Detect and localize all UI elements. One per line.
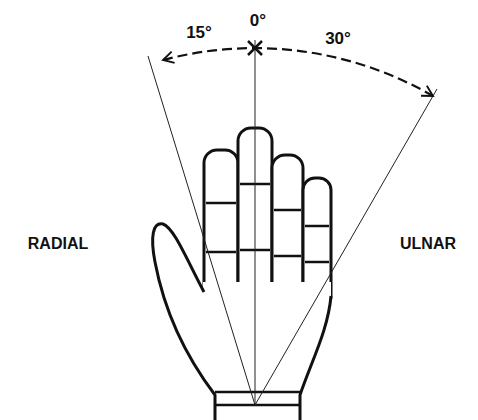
side-label: ULNAR <box>400 236 456 252</box>
axis-lines <box>148 40 437 405</box>
side-label: RADIAL <box>28 236 88 252</box>
angle-label: 30° <box>325 30 351 47</box>
zero-cross <box>248 41 262 55</box>
finger-creases <box>206 184 329 262</box>
palm-outline <box>153 224 331 420</box>
palm-fill <box>153 224 331 420</box>
angle-label: 0° <box>250 12 266 29</box>
angle-label: 15° <box>186 24 212 41</box>
range-arc <box>163 48 433 96</box>
wrist-creases <box>215 392 300 405</box>
